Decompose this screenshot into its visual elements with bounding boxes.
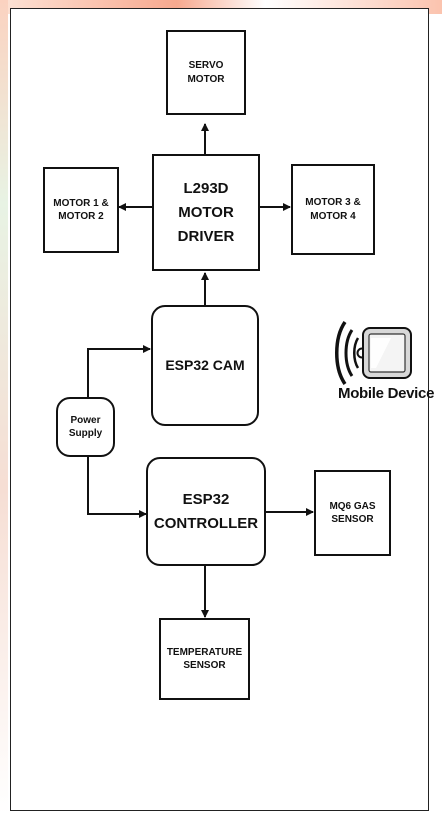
mobile-device-icon xyxy=(335,321,412,385)
arrow-power-to-cam xyxy=(87,345,151,397)
arrow-power-to-controller xyxy=(87,457,147,518)
servo-motor-node: SERVO MOTOR xyxy=(166,30,246,115)
esp32-cam-node: ESP32 CAM xyxy=(151,305,259,426)
esp32-controller-node: ESP32 CONTROLLER xyxy=(146,457,266,566)
mq6-gas-sensor-node: MQ6 GAS SENSOR xyxy=(314,470,391,556)
mobile-device-label: Mobile Device xyxy=(338,385,435,402)
motor-3-4-node: MOTOR 3 & MOTOR 4 xyxy=(291,164,375,255)
l293d-motor-driver-node: L293D MOTOR DRIVER xyxy=(152,154,260,271)
temperature-sensor-node: TEMPERATURE SENSOR xyxy=(159,618,250,700)
motor-1-2-node: MOTOR 1 & MOTOR 2 xyxy=(43,167,119,253)
power-supply-node: Power Supply xyxy=(56,397,115,457)
watermark-edge xyxy=(0,0,8,814)
